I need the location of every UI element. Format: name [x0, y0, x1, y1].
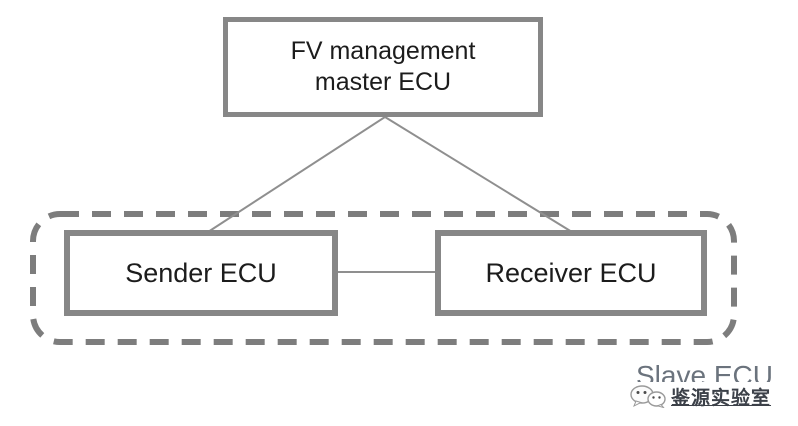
watermark: 鉴源实验室 — [628, 382, 778, 414]
node-sender-label: Sender ECU — [125, 257, 277, 288]
node-receiver-ecu: Receiver ECU — [435, 230, 707, 316]
node-master-label-line1: FV management — [290, 37, 476, 65]
node-master-ecu: FV management master ECU — [223, 17, 543, 117]
node-sender-ecu: Sender ECU — [64, 230, 338, 316]
node-receiver-label: Receiver ECU — [485, 257, 657, 288]
edge-master-receiver — [384, 116, 573, 233]
edge-master-sender — [207, 116, 386, 233]
watermark-text: 鉴源实验室 — [671, 388, 772, 409]
node-master-label-line2: master ECU — [314, 68, 452, 96]
wechat-icon — [630, 385, 666, 408]
slave-group-dashed-border — [30, 211, 737, 345]
